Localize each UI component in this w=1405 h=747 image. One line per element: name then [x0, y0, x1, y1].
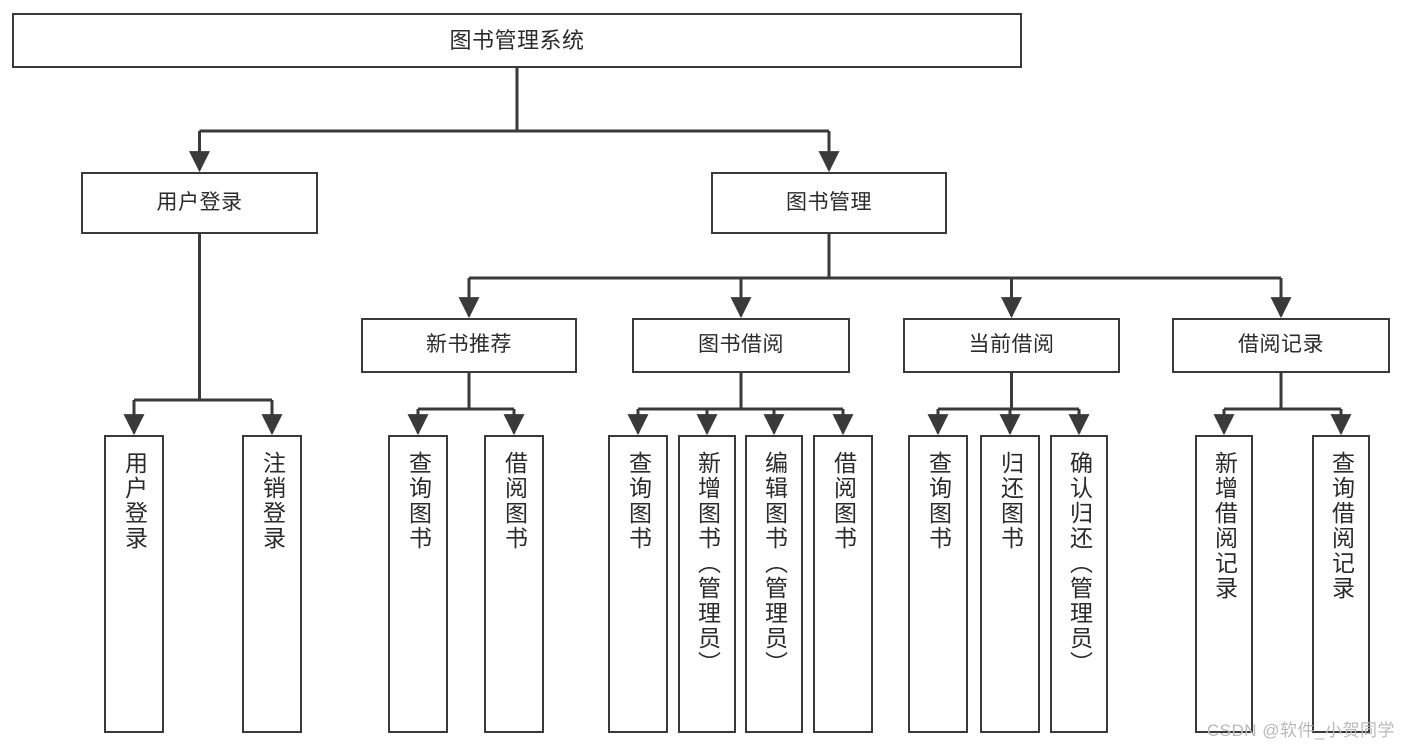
node-leaf-edit-book[interactable]: 编辑图书（管理员）	[745, 435, 803, 733]
node-leaf-borrow-book-rec[interactable]: 借阅图书	[484, 435, 544, 733]
node-user-login[interactable]: 用户登录	[81, 172, 318, 234]
node-label: 确认归还（管理员）	[1066, 451, 1093, 676]
node-label: 归还图书	[997, 451, 1024, 551]
node-book-manage[interactable]: 图书管理	[711, 172, 947, 234]
node-label: 借阅图书	[830, 451, 857, 551]
node-label: 新书推荐	[426, 333, 512, 357]
node-leaf-user-login[interactable]: 用户登录	[104, 435, 164, 733]
node-label: 编辑图书（管理员）	[761, 451, 788, 676]
node-leaf-add-book[interactable]: 新增图书（管理员）	[678, 435, 736, 733]
node-leaf-logout[interactable]: 注销登录	[242, 435, 302, 733]
node-label: 图书管理	[786, 190, 872, 214]
node-label: 注销登录	[259, 451, 286, 551]
node-leaf-confirm-return[interactable]: 确认归还（管理员）	[1050, 435, 1108, 733]
node-leaf-add-record[interactable]: 新增借阅记录	[1195, 435, 1253, 733]
node-book-borrow[interactable]: 图书借阅	[632, 318, 850, 373]
node-leaf-borrow-book[interactable]: 借阅图书	[813, 435, 873, 733]
node-leaf-query-book-current[interactable]: 查询图书	[908, 435, 968, 733]
node-label: 新增借阅记录	[1211, 451, 1238, 601]
node-new-book-recommend[interactable]: 新书推荐	[361, 318, 577, 373]
node-leaf-query-book-rec[interactable]: 查询图书	[388, 435, 448, 733]
node-root[interactable]: 图书管理系统	[12, 13, 1022, 68]
node-label: 借阅记录	[1238, 333, 1324, 357]
node-leaf-query-record[interactable]: 查询借阅记录	[1312, 435, 1370, 733]
node-label: 用户登录	[156, 190, 243, 214]
node-label: 查询借阅记录	[1328, 451, 1355, 601]
node-leaf-return-book[interactable]: 归还图书	[980, 435, 1040, 733]
node-label: 查询图书	[625, 451, 652, 551]
node-label: 查询图书	[925, 451, 952, 551]
node-current-borrow[interactable]: 当前借阅	[903, 318, 1120, 373]
node-label: 新增图书（管理员）	[694, 451, 721, 676]
node-label: 图书借阅	[698, 333, 784, 357]
node-label: 当前借阅	[968, 333, 1055, 357]
node-label: 用户登录	[121, 451, 148, 551]
node-label: 查询图书	[405, 451, 432, 551]
watermark-text: CSDN @软件_小贺同学	[1206, 721, 1395, 740]
node-leaf-query-book-borrow[interactable]: 查询图书	[608, 435, 668, 733]
node-borrow-record[interactable]: 借阅记录	[1172, 318, 1390, 373]
node-label: 图书管理系统	[449, 27, 585, 53]
node-label: 借阅图书	[501, 451, 528, 551]
